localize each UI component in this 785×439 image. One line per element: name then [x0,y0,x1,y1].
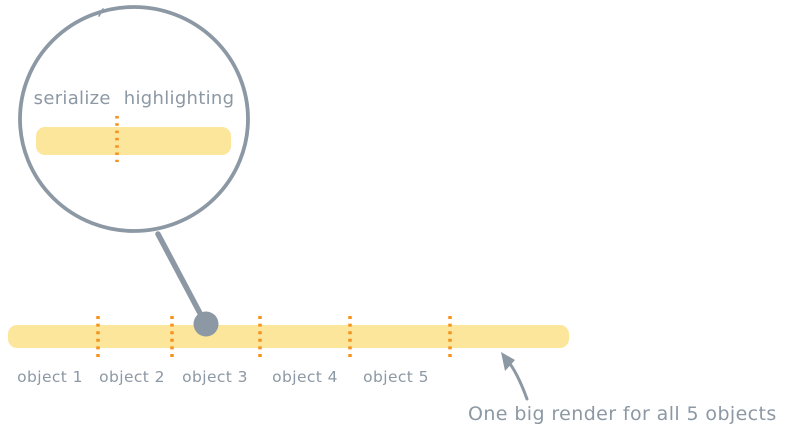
bar-segment-label-2: object 2 [99,368,165,386]
bar-segment-label-4: object 4 [272,368,338,386]
magnifier-anchor-dot [193,311,219,337]
annotation-arrowhead-icon [501,352,515,371]
bar-segment-label-5: object 5 [363,368,429,386]
annotation-text: One big render for all 5 objects [468,403,777,425]
render-bar [8,325,569,348]
bar-segment-label-1: object 1 [17,368,83,386]
magnifier-circle-icon [18,5,250,233]
mini-highlight-bar [36,127,231,155]
annotation-arrow-line [506,359,529,401]
magnifier-handle-line [155,231,205,320]
bar-segment-label-3: object 3 [182,368,248,386]
pen-nick-stroke [98,8,104,17]
magnifier-label: serialize highlighting [33,88,235,109]
